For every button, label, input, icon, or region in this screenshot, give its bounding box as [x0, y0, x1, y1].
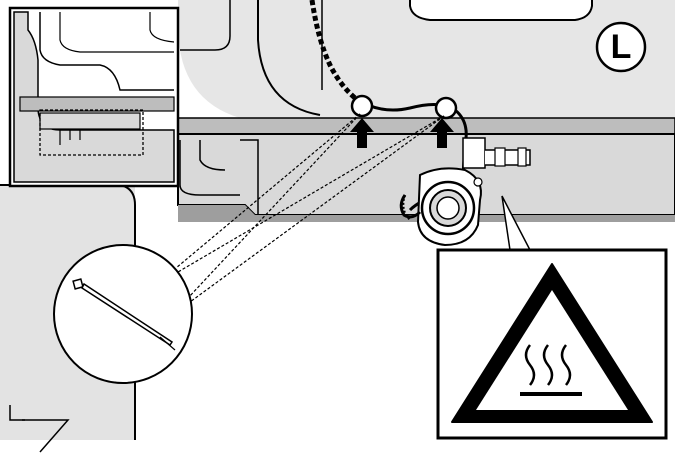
side-marker-label: L [610, 28, 632, 66]
cable-tie-icon [72, 278, 176, 351]
trailer-socket-icon [399, 167, 483, 247]
callout-lines [175, 113, 445, 303]
side-marker-badge [595, 21, 647, 73]
fixing-point-2 [434, 96, 458, 120]
warning-panel [436, 248, 668, 440]
arrow-up-icon [350, 118, 374, 148]
fixing-point-1 [350, 94, 374, 118]
cable-tie-detail [53, 244, 193, 384]
hot-surface-warning-icon [451, 263, 653, 423]
tow-bracket [462, 137, 531, 169]
arrow-up-icon [430, 118, 454, 148]
detail-inset [8, 6, 180, 188]
